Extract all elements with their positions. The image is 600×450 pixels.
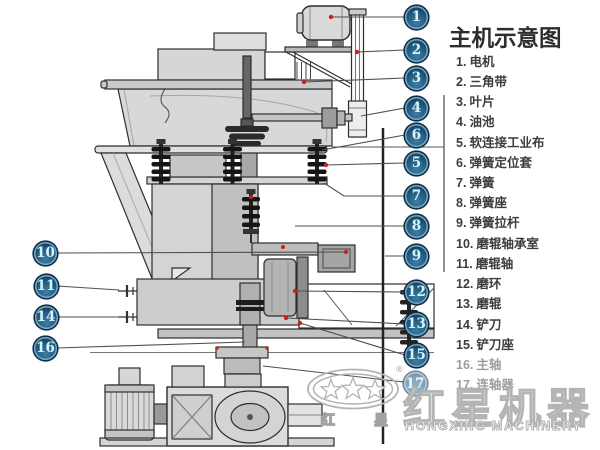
roller-bearing-chamber bbox=[317, 244, 356, 273]
legend-item-14: 14.铲刀 bbox=[456, 317, 502, 332]
callout-15: 15 bbox=[405, 343, 428, 367]
motor-feet bbox=[306, 40, 318, 47]
callout-7: 7 bbox=[405, 184, 428, 208]
center-shaft bbox=[242, 55, 252, 119]
impeller-blades bbox=[225, 126, 269, 132]
legend-item-11: 11.磨辊轴 bbox=[456, 256, 514, 271]
legend-item-9: 9.弹簧拉杆 bbox=[456, 216, 520, 231]
legend-item-8: 8.弹簧座 bbox=[456, 196, 507, 211]
callout-17: 17 bbox=[403, 372, 427, 395]
callout-13: 13 bbox=[405, 312, 428, 336]
callout-5: 5 bbox=[405, 151, 428, 175]
feed-curve bbox=[160, 88, 170, 124]
callout-12: 12 bbox=[405, 280, 428, 304]
legend-item-16: 16.主轴 bbox=[456, 358, 502, 373]
roller-spring bbox=[242, 189, 260, 234]
grinding-ring bbox=[296, 256, 309, 319]
legend-item-2: 2.三角带 bbox=[456, 74, 507, 89]
legend-item-7: 7.弹簧 bbox=[456, 176, 495, 190]
legend-item-6: 6.弹簧定位套 bbox=[456, 155, 532, 170]
legend-item-3: 3.叶片 bbox=[456, 95, 495, 110]
legend-item-5: 5.软连接工业布 bbox=[456, 135, 545, 150]
callout-10: 10 bbox=[34, 241, 57, 265]
legend-item-4: 4.油池 bbox=[456, 115, 495, 130]
spring-rail-upper bbox=[94, 145, 328, 154]
callout-4: 4 bbox=[405, 96, 428, 120]
callout-2: 2 bbox=[405, 38, 428, 62]
analyzer-top-box bbox=[213, 32, 267, 51]
coupling-flange bbox=[215, 346, 269, 359]
callout-11: 11 bbox=[34, 274, 58, 298]
grinding-roller bbox=[263, 258, 297, 317]
callout-8: 8 bbox=[405, 214, 428, 238]
legend-item-13: 13.磨辊 bbox=[456, 297, 502, 312]
main-motor bbox=[301, 5, 351, 41]
legend-item-15: 15.铲刀座 bbox=[456, 337, 514, 352]
platform-band bbox=[104, 79, 333, 90]
parts-legend: 1.电机 2.三角带 3.叶片 4.油池 5.软连接工业布 6.弹簧定位套 7.… bbox=[456, 52, 544, 396]
analyzer-shaft bbox=[251, 113, 353, 122]
pressure-springs bbox=[151, 139, 327, 234]
callout-1: 1 bbox=[405, 5, 428, 29]
legend-item-12: 12.磨环 bbox=[456, 277, 502, 292]
legend-item-17: 17.连轴器 bbox=[456, 378, 514, 393]
analyzer-window bbox=[264, 51, 296, 80]
callout-3: 3 bbox=[405, 66, 428, 90]
callout-14: 14 bbox=[34, 305, 58, 329]
roller-arm bbox=[251, 242, 319, 256]
legend-item-10: 10.磨辊轴承室 bbox=[456, 236, 539, 251]
callout-16: 16 bbox=[34, 336, 57, 360]
motor-platform bbox=[284, 46, 363, 53]
motor-coupling bbox=[153, 403, 168, 425]
bottom-motor-terminal bbox=[118, 367, 141, 386]
red-markers bbox=[215, 14, 360, 350]
legend-item-1: 1.电机 bbox=[456, 54, 495, 69]
callout-9: 9 bbox=[405, 244, 428, 268]
callout-6: 6 bbox=[405, 123, 428, 147]
diagram-title: 主机示意图 bbox=[449, 26, 562, 51]
